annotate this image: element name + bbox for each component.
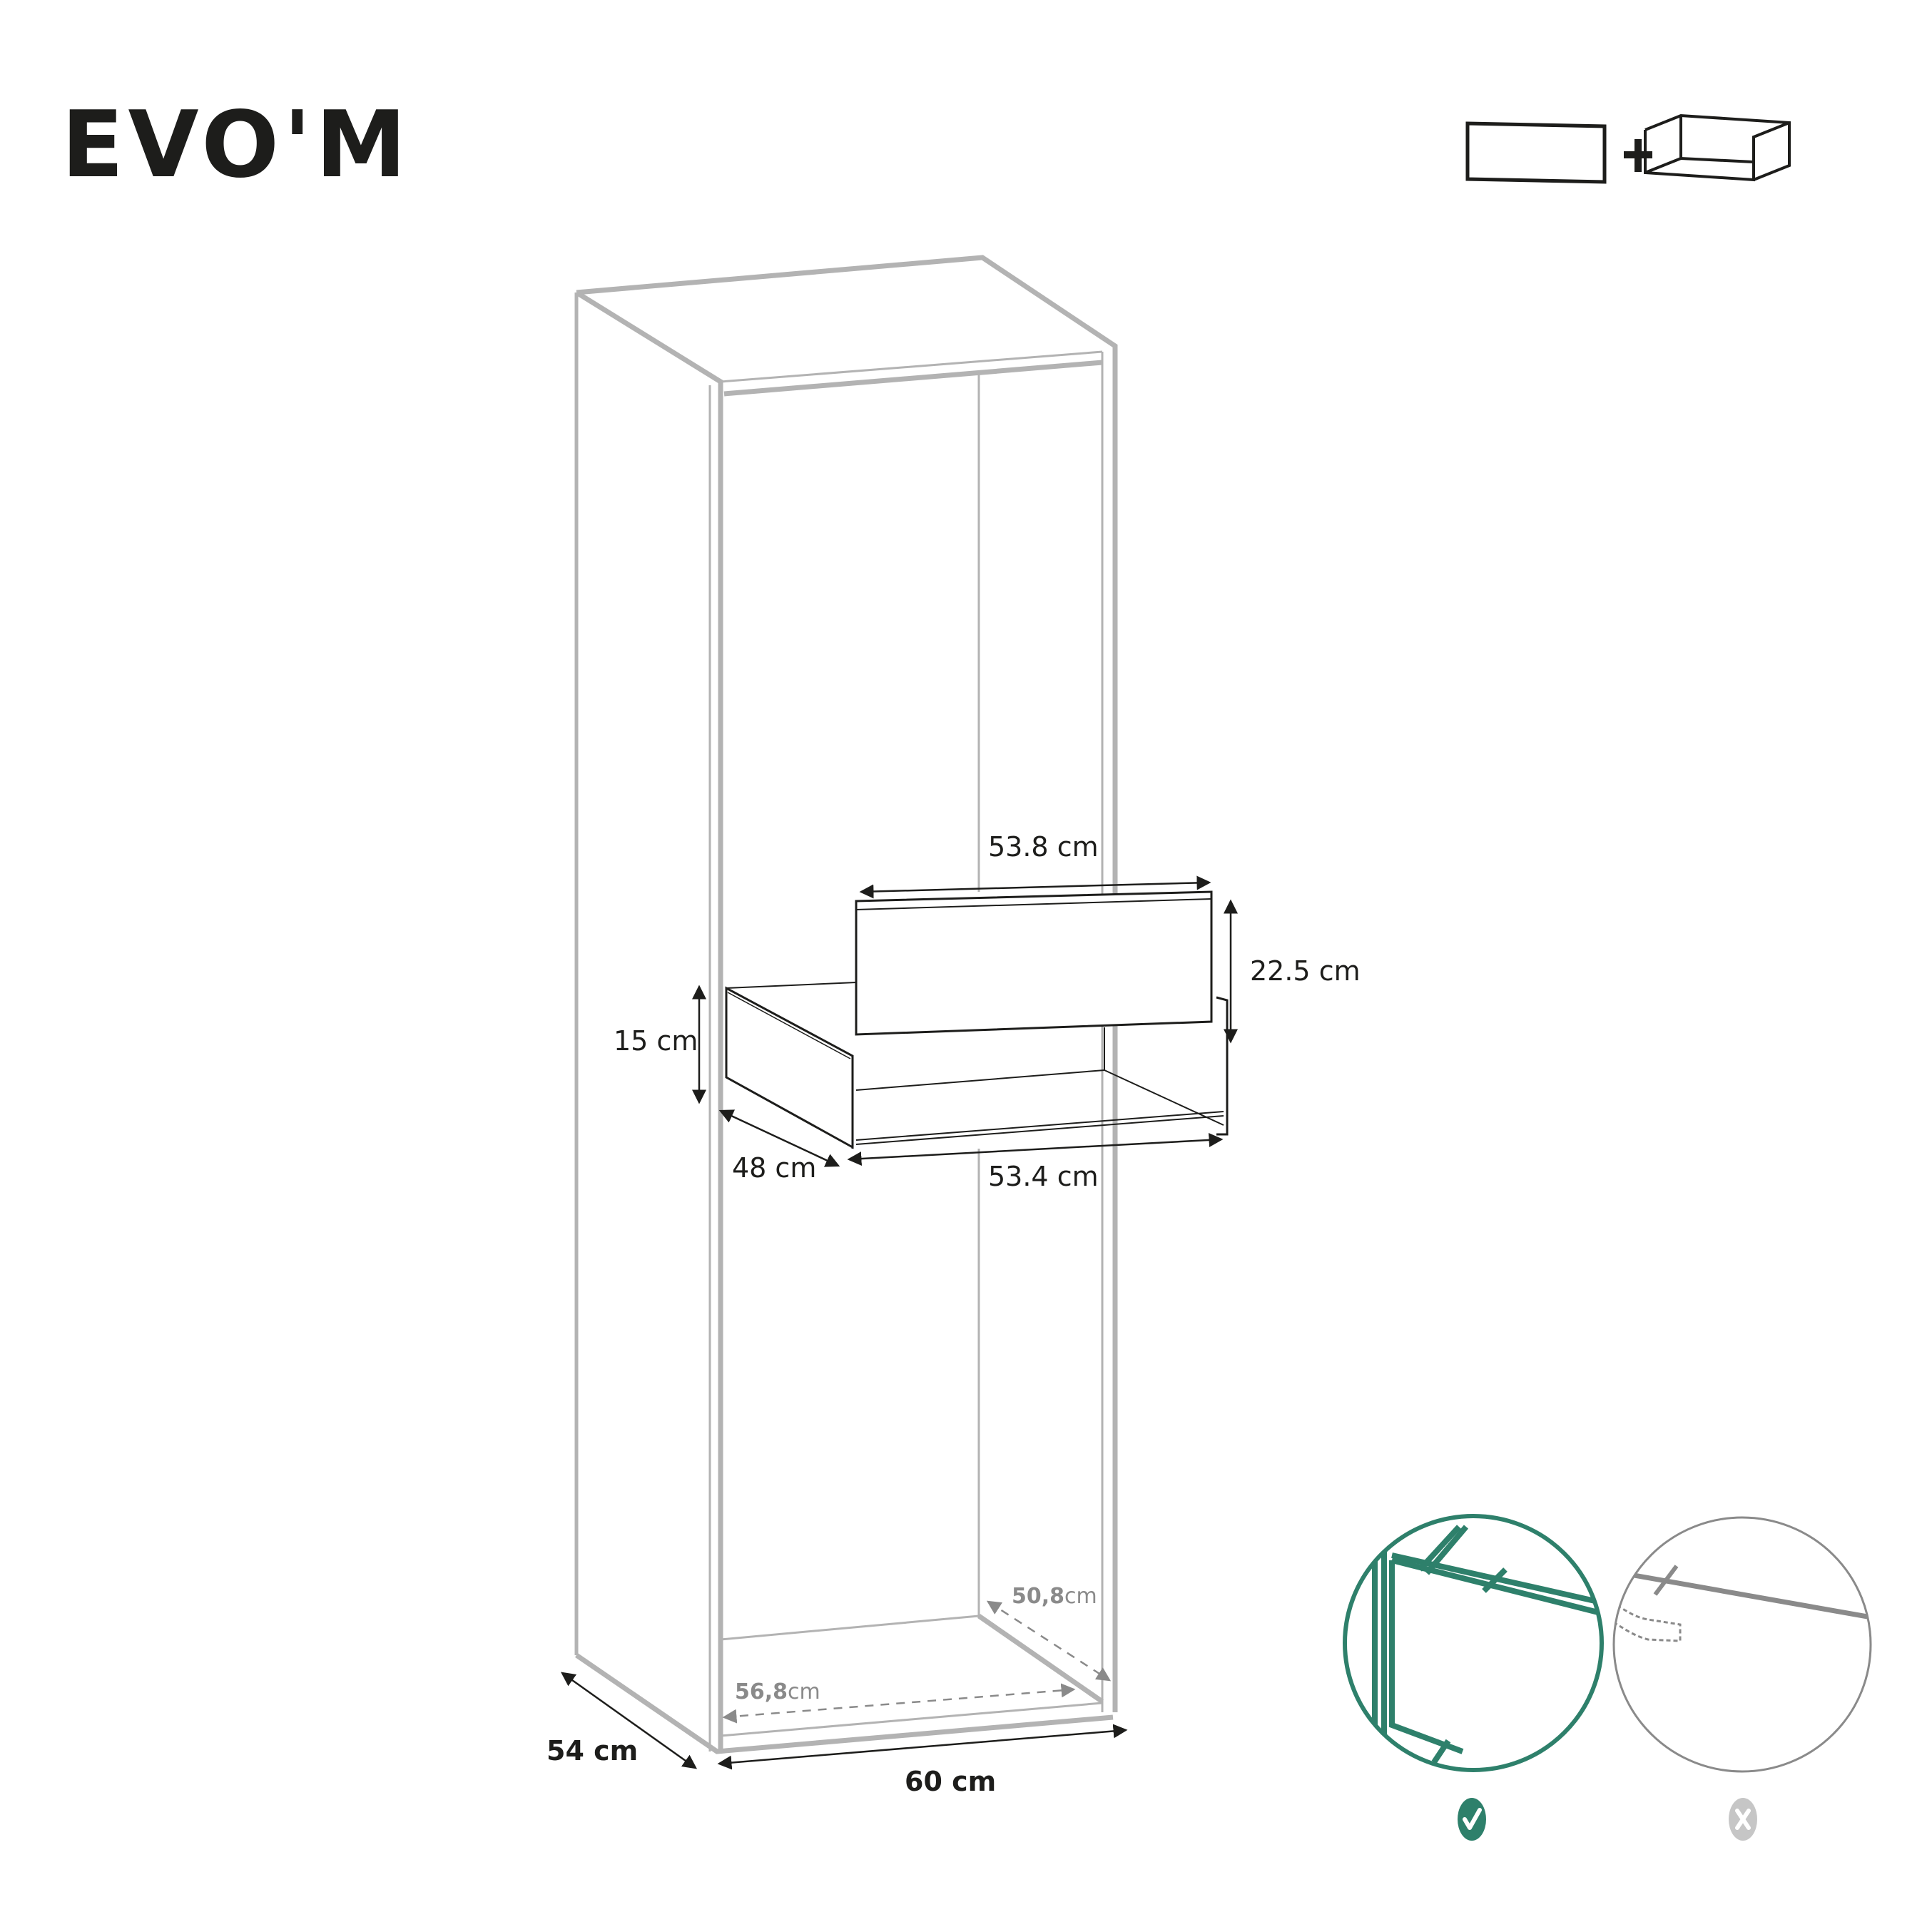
inner-width-unit: cm — [788, 1679, 820, 1704]
legend-drawer-box-icon — [1644, 113, 1791, 182]
drawer-box-depth-label: 48 cm — [732, 1152, 817, 1184]
drawer-dimension-lines — [692, 875, 1238, 1167]
inner-depth-unit: cm — [1064, 1584, 1097, 1609]
incorrect-installation-illustration — [1612, 1516, 1872, 1773]
cabinet-depth-label: 54 cm — [546, 1735, 639, 1766]
legend-plus-icon — [1624, 139, 1652, 172]
cross-icon — [1729, 1798, 1757, 1841]
drawer-front-panel — [855, 890, 1213, 1036]
drawer-front-height-label: 22.5 cm — [1250, 955, 1361, 987]
drawer-box-height-label: 15 cm — [614, 1025, 698, 1057]
cabinet-inner-dimension-lines — [722, 1600, 1112, 1724]
cabinet-inner-depth-label: 50,8cm — [1012, 1586, 1097, 1607]
cabinet-carcass — [574, 255, 1118, 1754]
cabinet-dimension-lines — [560, 1672, 1128, 1770]
check-icon — [1458, 1798, 1486, 1841]
drawer-front-width-label: 53.8 cm — [988, 831, 1099, 863]
inner-width-value: 56,8 — [735, 1679, 788, 1704]
brand-logo: EVO'M — [61, 92, 411, 198]
drawer-box-width-label: 53.4 cm — [988, 1161, 1099, 1192]
inner-depth-value: 50,8 — [1012, 1584, 1065, 1609]
cabinet-inner-width-label: 56,8cm — [735, 1682, 820, 1703]
correct-installation-illustration — [1343, 1514, 1604, 1772]
legend-front-panel-icon — [1465, 121, 1607, 184]
cabinet-width-label: 60 cm — [905, 1766, 997, 1797]
